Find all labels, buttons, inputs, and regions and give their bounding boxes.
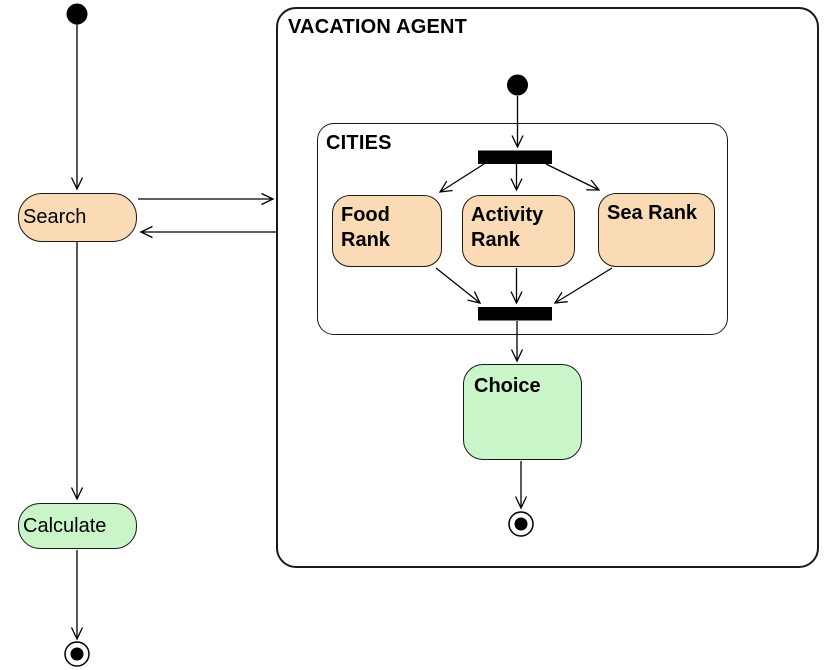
node-sea-rank-label: Sea Rank [607, 202, 698, 224]
node-sea-rank: Sea Rank [598, 193, 715, 267]
node-search-label: Search [23, 206, 87, 228]
node-calculate-label: Calculate [23, 514, 107, 537]
node-food-rank: Food Rank [332, 195, 442, 267]
node-calculate: Calculate [18, 503, 137, 549]
node-activity-rank-label-line1: Activity [471, 204, 544, 226]
final-node-main [64, 641, 90, 667]
cities-title: CITIES [326, 132, 392, 154]
node-food-rank-label-line2: Rank [341, 229, 390, 251]
node-choice-label: Choice [474, 375, 541, 397]
node-activity-rank-label-line2: Rank [471, 229, 520, 251]
initial-node-main [66, 3, 88, 25]
vacation-agent-title: VACATION AGENT [288, 16, 468, 38]
node-choice: Choice [463, 364, 582, 460]
node-food-rank-label-line1: Food [341, 204, 390, 226]
cities-container: CITIES [317, 123, 728, 335]
node-activity-rank: Activity Rank [462, 195, 575, 267]
node-search: Search [18, 193, 137, 242]
vacation-agent-container: VACATION AGENT [276, 7, 819, 568]
